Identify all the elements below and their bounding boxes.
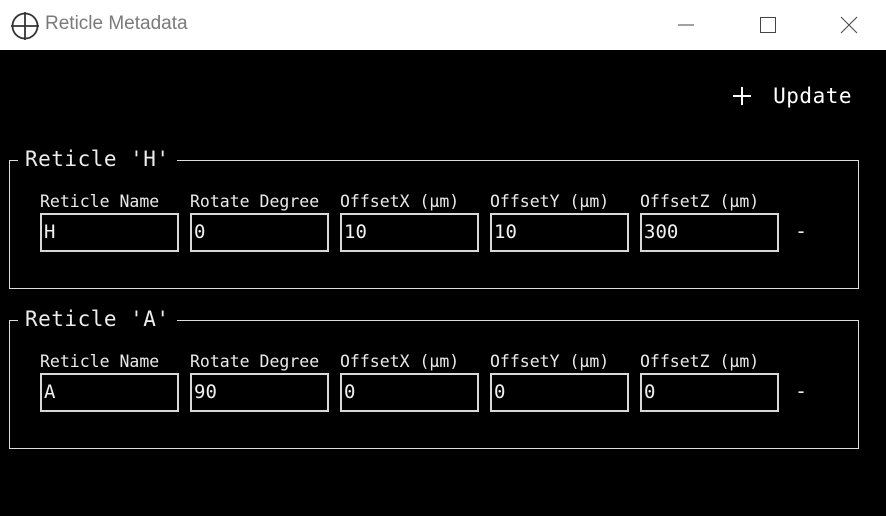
offset-y-label: OffsetY (µm) bbox=[490, 352, 610, 371]
crosshair-icon bbox=[10, 11, 40, 41]
rotate-degree-label: Rotate Degree bbox=[190, 192, 320, 211]
rotate-degree-input[interactable]: 0 bbox=[190, 213, 329, 252]
maximize-button[interactable] bbox=[728, 0, 808, 50]
offset-y-field: OffsetY (µm) 10 bbox=[490, 191, 630, 252]
close-icon bbox=[840, 16, 858, 34]
offset-z-label: OffsetZ (µm) bbox=[640, 352, 760, 371]
minimize-icon bbox=[678, 24, 694, 26]
offset-z-field: OffsetZ (µm) 0 bbox=[640, 351, 780, 412]
reticle-group-a: Reticle 'A' Reticle Name A Rotate Degree… bbox=[9, 307, 859, 449]
offset-y-field: OffsetY (µm) 0 bbox=[490, 351, 630, 412]
update-label: Update bbox=[773, 84, 852, 108]
title-bar: Reticle Metadata bbox=[0, 0, 886, 50]
remove-reticle-button[interactable]: - bbox=[794, 379, 808, 403]
minimize-button[interactable] bbox=[646, 0, 726, 50]
window-title: Reticle Metadata bbox=[45, 13, 188, 34]
offset-x-input[interactable]: 0 bbox=[340, 373, 479, 412]
rotate-degree-input[interactable]: 90 bbox=[190, 373, 329, 412]
offset-x-field: OffsetX (µm) 10 bbox=[340, 191, 480, 252]
reticle-name-field: Reticle Name H bbox=[40, 191, 180, 252]
offset-z-label: OffsetZ (µm) bbox=[640, 192, 760, 211]
offset-y-label: OffsetY (µm) bbox=[490, 192, 610, 211]
offset-x-label: OffsetX (µm) bbox=[340, 352, 460, 371]
reticle-name-input[interactable]: H bbox=[40, 213, 179, 252]
offset-z-field: OffsetZ (µm) 300 bbox=[640, 191, 780, 252]
offset-x-field: OffsetX (µm) 0 bbox=[340, 351, 480, 412]
remove-reticle-button[interactable]: - bbox=[794, 219, 808, 243]
reticle-name-field: Reticle Name A bbox=[40, 351, 180, 412]
reticle-name-input[interactable]: A bbox=[40, 373, 179, 412]
reticle-name-label: Reticle Name bbox=[40, 352, 160, 371]
reticle-group-legend: Reticle 'A' bbox=[18, 307, 177, 331]
reticle-group-legend: Reticle 'H' bbox=[18, 147, 177, 171]
rotate-degree-field: Rotate Degree 0 bbox=[190, 191, 330, 252]
rotate-degree-label: Rotate Degree bbox=[190, 352, 320, 371]
offset-y-input[interactable]: 0 bbox=[490, 373, 629, 412]
reticle-name-label: Reticle Name bbox=[40, 192, 160, 211]
offset-x-input[interactable]: 10 bbox=[340, 213, 479, 252]
update-button[interactable]: Update bbox=[733, 82, 852, 110]
rotate-degree-field: Rotate Degree 90 bbox=[190, 351, 330, 412]
maximize-icon bbox=[760, 17, 776, 33]
offset-x-label: OffsetX (µm) bbox=[340, 192, 460, 211]
offset-y-input[interactable]: 10 bbox=[490, 213, 629, 252]
reticle-group-h: Reticle 'H' Reticle Name H Rotate Degree… bbox=[9, 147, 859, 289]
close-button[interactable] bbox=[809, 0, 886, 50]
main-content: Update Reticle 'H' Reticle Name H Rotate… bbox=[0, 50, 886, 516]
offset-z-input[interactable]: 0 bbox=[640, 373, 779, 412]
plus-icon bbox=[733, 86, 753, 106]
offset-z-input[interactable]: 300 bbox=[640, 213, 779, 252]
